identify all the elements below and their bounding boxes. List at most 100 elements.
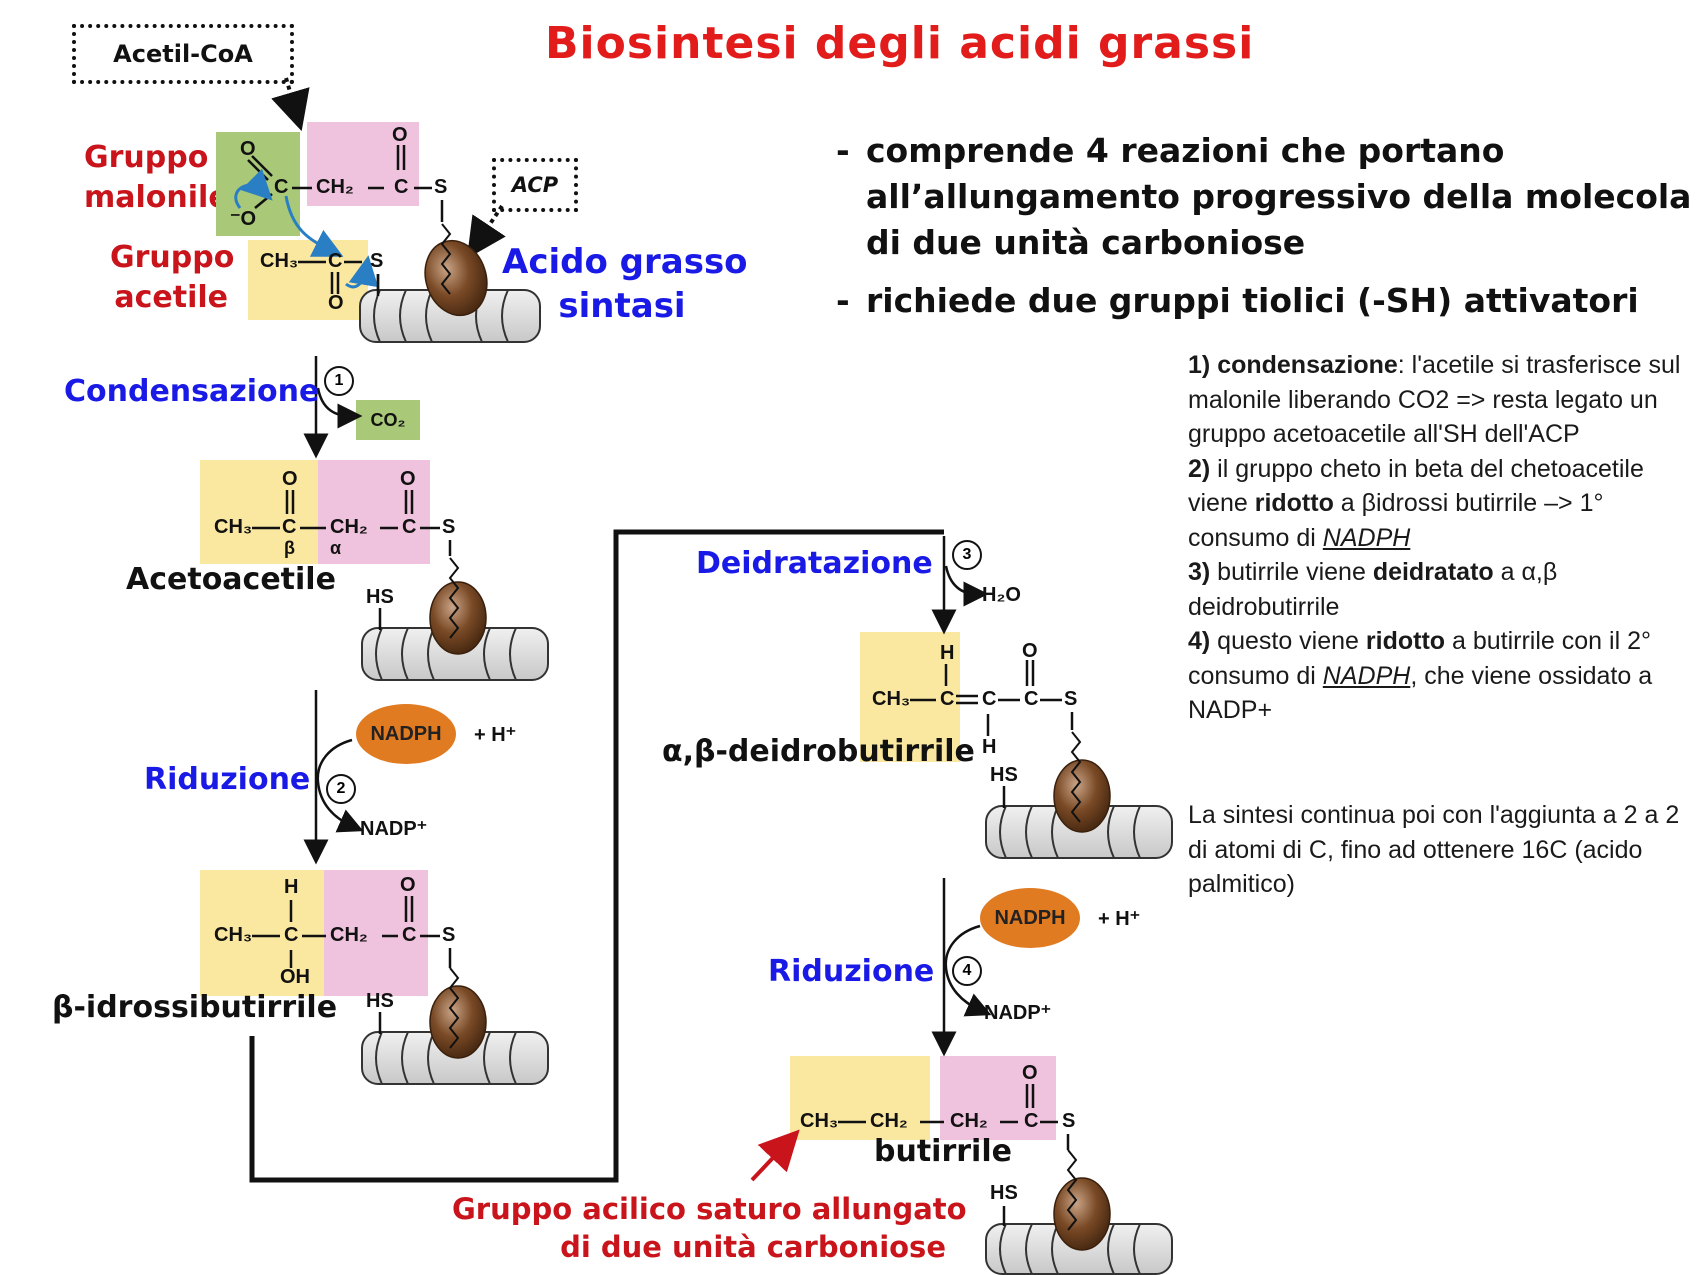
atom-hs: HS bbox=[990, 1182, 1018, 1204]
atom-c: C bbox=[402, 924, 417, 946]
atom-c: C bbox=[1024, 1110, 1039, 1132]
step1-number: 1 bbox=[324, 366, 354, 396]
co2-label: CO₂ bbox=[370, 409, 406, 430]
atom-o-minus: ⁻O bbox=[230, 208, 257, 230]
atom-s: S bbox=[434, 176, 448, 198]
atom-oh: OH bbox=[280, 966, 310, 988]
beta-marker: β bbox=[284, 538, 295, 558]
malonyl-box bbox=[307, 122, 419, 206]
enzyme-line2: sintasi bbox=[558, 286, 686, 326]
atom-h: H bbox=[284, 876, 299, 898]
atom-ch3: CH₃ bbox=[800, 1110, 839, 1132]
atom-c: C bbox=[1024, 688, 1039, 710]
acp-arrow bbox=[466, 204, 506, 259]
atom-o: O bbox=[240, 138, 256, 160]
nadph-label: NADPH bbox=[370, 722, 442, 745]
acp-unit-4 bbox=[985, 731, 1173, 859]
atom-o: O bbox=[400, 874, 416, 896]
idrossibutirrile-bonds bbox=[252, 896, 452, 968]
atom-o: O bbox=[1022, 640, 1038, 662]
atom-hs: HS bbox=[990, 764, 1018, 786]
butirrile-yellow-box bbox=[790, 1056, 930, 1140]
nadph-badge-step4: NADPH bbox=[980, 888, 1080, 948]
note-1: 1) condensazione: l'acetile si trasferis… bbox=[1188, 351, 1681, 448]
deidrobutirrile-label: α,β-deidrobutirrile bbox=[662, 734, 975, 769]
step3-number: 3 bbox=[952, 540, 982, 570]
acetoacetile-label: Acetoacetile bbox=[126, 562, 336, 597]
acetil-coa-label: Acetil-CoA bbox=[113, 40, 253, 68]
idrossibutirrile-yellow-box bbox=[200, 870, 324, 996]
atom-s: S bbox=[442, 924, 456, 946]
acp-unit-1 bbox=[359, 223, 541, 343]
acp-unit-5 bbox=[985, 1149, 1173, 1275]
electron-arrow-1 bbox=[234, 168, 273, 209]
acetoacetile-yellow-box bbox=[200, 460, 318, 564]
acetil-coa-box: Acetil-CoA bbox=[72, 24, 294, 84]
acp-unit-2 bbox=[361, 557, 549, 681]
h-plus-label: + H⁺ bbox=[474, 724, 517, 746]
butirrile-bonds bbox=[838, 1084, 1070, 1150]
alpha-marker: α bbox=[330, 538, 342, 558]
atom-o: O bbox=[328, 292, 344, 314]
atom-ch2: CH₂ bbox=[330, 924, 368, 946]
step2-number: 2 bbox=[326, 774, 356, 804]
gruppo-malonile-line1: Gruppo bbox=[84, 140, 209, 175]
step4-label: Riduzione bbox=[768, 954, 935, 989]
note-2: 2) il gruppo cheto in beta del chetoacet… bbox=[1188, 454, 1644, 552]
acetoacetile-bonds bbox=[252, 490, 452, 556]
red-pointer-arrow bbox=[750, 1129, 800, 1182]
electron-arrow-3 bbox=[345, 255, 379, 289]
bullet-text: comprende 4 reazioni che portano all’all… bbox=[866, 131, 1692, 262]
acp-label: ACP bbox=[511, 173, 559, 197]
step2-side-arrow bbox=[316, 738, 364, 833]
idrossibutirrile-label: β-idrossibutirrile bbox=[52, 990, 338, 1025]
idrossibutirrile-pink-box bbox=[324, 870, 428, 996]
step1-label: Condensazione bbox=[64, 374, 320, 409]
atom-o: O bbox=[282, 468, 298, 490]
nadp-plus-label: NADP⁺ bbox=[360, 818, 428, 840]
step2-label: Riduzione bbox=[144, 762, 311, 797]
acetyl-box bbox=[248, 240, 368, 320]
step4-side-arrow bbox=[944, 924, 992, 1017]
atom-c: C bbox=[940, 688, 955, 710]
connector-line bbox=[249, 529, 944, 1183]
atom-s: S bbox=[370, 250, 384, 272]
bullet-list: -comprende 4 reazioni che portano all’al… bbox=[836, 128, 1696, 336]
atom-c: C bbox=[402, 516, 417, 538]
nadph-badge-step2: NADPH bbox=[356, 704, 456, 764]
atom-c: C bbox=[274, 176, 289, 198]
step-notes: 1) condensazione: l'acetile si trasferis… bbox=[1188, 348, 1698, 728]
bullet-item: -comprende 4 reazioni che portano all’al… bbox=[836, 128, 1696, 266]
page-title: Biosintesi degli acidi grassi bbox=[545, 18, 1255, 69]
electron-arrow-2 bbox=[284, 195, 344, 257]
note-3: 3) butirrile viene deidratato a α,β deid… bbox=[1188, 558, 1558, 621]
atom-c: C bbox=[328, 250, 343, 272]
atom-c: C bbox=[394, 176, 409, 198]
butirrile-label: butirrile bbox=[874, 1134, 1012, 1169]
atom-h: H bbox=[940, 642, 955, 664]
butirrile-pink-box bbox=[940, 1056, 1056, 1140]
atom-ch3: CH₃ bbox=[214, 516, 253, 538]
final-annotation: Gruppo acilico saturo allungato di due u… bbox=[452, 1190, 967, 1266]
final-annotation-line1: Gruppo acilico saturo allungato bbox=[452, 1192, 967, 1226]
atom-ch3: CH₃ bbox=[872, 688, 911, 710]
final-annotation-line2: di due unità carboniose bbox=[560, 1230, 946, 1264]
atom-ch3: CH₃ bbox=[214, 924, 253, 946]
atom-c: C bbox=[982, 688, 997, 710]
atom-hs: HS bbox=[366, 990, 394, 1012]
atom-ch2: CH₂ bbox=[870, 1110, 908, 1132]
atom-h: H bbox=[982, 736, 997, 758]
malonyl-bonds bbox=[247, 145, 444, 296]
atom-o: O bbox=[1022, 1062, 1038, 1084]
gruppo-acetile-label: Gruppo acetile bbox=[110, 238, 234, 318]
deidrobutirrile-bonds bbox=[910, 660, 1074, 736]
deidrobutirrile-yellow-box bbox=[860, 632, 960, 762]
atom-s: S bbox=[442, 516, 456, 538]
atom-o: O bbox=[400, 468, 416, 490]
enzyme-label: Acido grasso sintasi bbox=[502, 240, 748, 328]
bullet-item: -richiede due gruppi tiolici (-SH) attiv… bbox=[836, 278, 1696, 324]
step3-label: Deidratazione bbox=[696, 546, 933, 581]
nadph-label: NADPH bbox=[994, 906, 1066, 929]
atom-s: S bbox=[1062, 1110, 1076, 1132]
